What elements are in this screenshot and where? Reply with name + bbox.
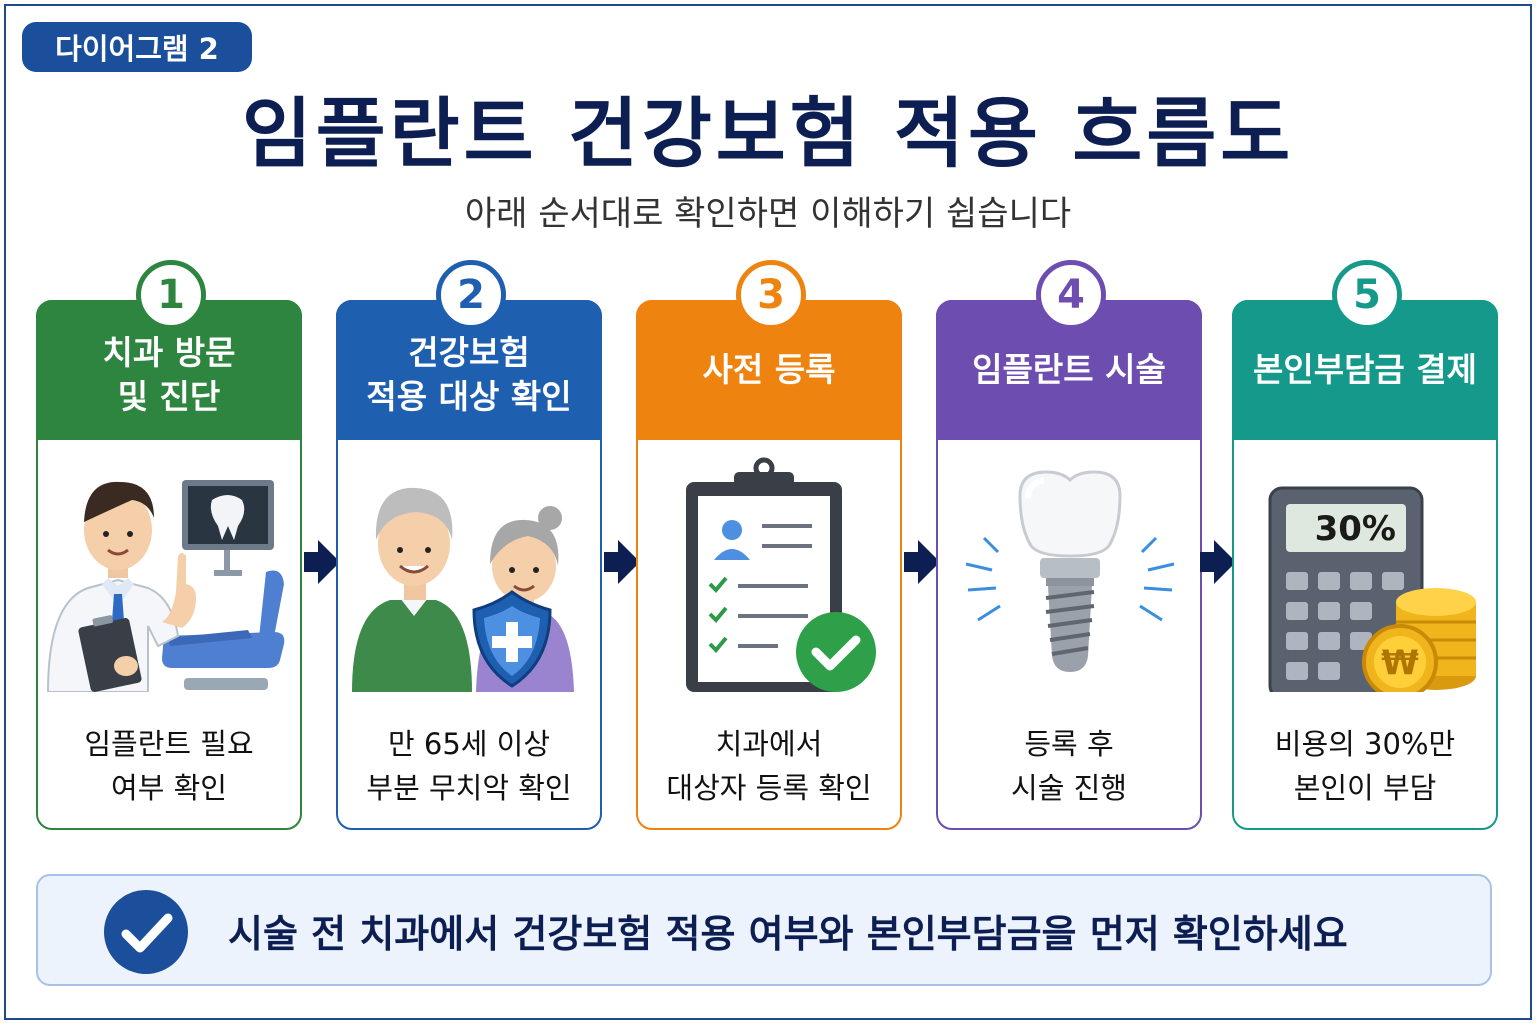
notice-text: 시술 전 치과에서 건강보험 적용 여부와 본인부담금을 먼저 확인하세요 — [228, 911, 1348, 956]
step-desc-line: 부분 무치악 확인 — [366, 771, 572, 805]
step-card-3: 3 사전 등록 치과에서 대상자 등록 확인 — [636, 260, 902, 830]
step-desc-line: 비용의 30%만 — [1274, 727, 1456, 761]
step-desc-3: 치과에서 대상자 등록 확인 — [638, 722, 900, 810]
arrow-right-icon — [904, 540, 940, 584]
won-symbol: ₩ — [1381, 643, 1419, 683]
arrow-right-icon — [604, 540, 640, 584]
diagram-badge: 다이어그램 2 — [22, 22, 252, 72]
step-title-line: 적용 대상 확인 — [366, 377, 572, 416]
elderly-couple-icon — [352, 487, 574, 692]
step-title-line: 건강보험 — [408, 333, 530, 372]
step-number-3: 3 — [736, 260, 806, 330]
step-title-line: 본인부담금 결제 — [1252, 350, 1477, 389]
step-number-5: 5 — [1332, 260, 1402, 330]
dentist-icon — [46, 480, 285, 692]
step-desc-2: 만 65세 이상 부분 무치악 확인 — [338, 722, 600, 810]
clipboard-icon — [686, 457, 876, 692]
arrow-right-icon — [1200, 540, 1236, 584]
step-desc-line: 치과에서 — [715, 727, 823, 761]
step-title-line: 사전 등록 — [702, 350, 836, 389]
calculator-display: 30% — [1315, 509, 1396, 549]
step-desc-5: 비용의 30%만 본인이 부담 — [1234, 722, 1496, 810]
step-desc-4: 등록 후 시술 진행 — [938, 722, 1200, 810]
step-title-line: 치과 방문 — [102, 333, 236, 372]
calculator-icon: 30% ₩ — [1268, 486, 1476, 692]
step-title-5: 본인부담금 결제 — [1232, 300, 1498, 440]
step-desc-line: 대상자 등록 확인 — [666, 771, 872, 805]
check-circle-icon — [104, 890, 188, 974]
arrow-right-icon — [304, 540, 340, 584]
notice-box: 시술 전 치과에서 건강보험 적용 여부와 본인부담금을 먼저 확인하세요 — [36, 874, 1492, 986]
page-title: 임플란트 건강보험 적용 흐름도 — [241, 89, 1295, 178]
implant-icon — [965, 470, 1175, 672]
step-desc-1: 임플란트 필요 여부 확인 — [38, 722, 300, 810]
step-title-line: 및 진단 — [117, 377, 221, 416]
step-desc-line: 시술 진행 — [1011, 771, 1127, 805]
step-desc-line: 임플란트 필요 — [84, 727, 254, 761]
step-desc-line: 등록 후 — [1024, 727, 1114, 761]
step-title-line: 임플란트 시술 — [972, 350, 1166, 389]
step-card-5: 5 본인부담금 결제 30% ₩ 비용의 30%만 본인이 부담 — [1232, 260, 1498, 830]
page-subtitle: 아래 순서대로 확인하면 이해하기 쉽습니다 — [464, 194, 1072, 234]
step-number-2: 2 — [436, 260, 506, 330]
step-desc-line: 본인이 부담 — [1293, 771, 1437, 805]
step-desc-line: 만 65세 이상 — [387, 727, 551, 761]
step-card-4: 4 임플란트 시술 등록 후 시술 진행 — [936, 260, 1202, 830]
page-frame — [4, 4, 1532, 1020]
step-number-4: 4 — [1036, 260, 1106, 330]
step-number-1: 1 — [136, 260, 206, 330]
step-desc-line: 여부 확인 — [111, 771, 227, 805]
